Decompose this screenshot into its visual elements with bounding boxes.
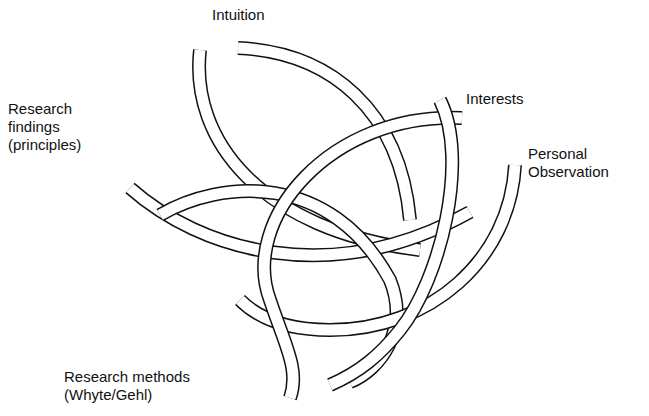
knot-band [330, 100, 452, 385]
knot-band [330, 100, 452, 385]
knot-band [240, 165, 515, 330]
label: Research findings (principles) [8, 100, 94, 154]
label: Interests [466, 90, 576, 108]
knot-band [240, 165, 515, 330]
label: Personal Observation [528, 145, 633, 181]
label: Research methods (Whyte/Gehl) [64, 368, 199, 404]
label: Intuition [212, 6, 322, 24]
